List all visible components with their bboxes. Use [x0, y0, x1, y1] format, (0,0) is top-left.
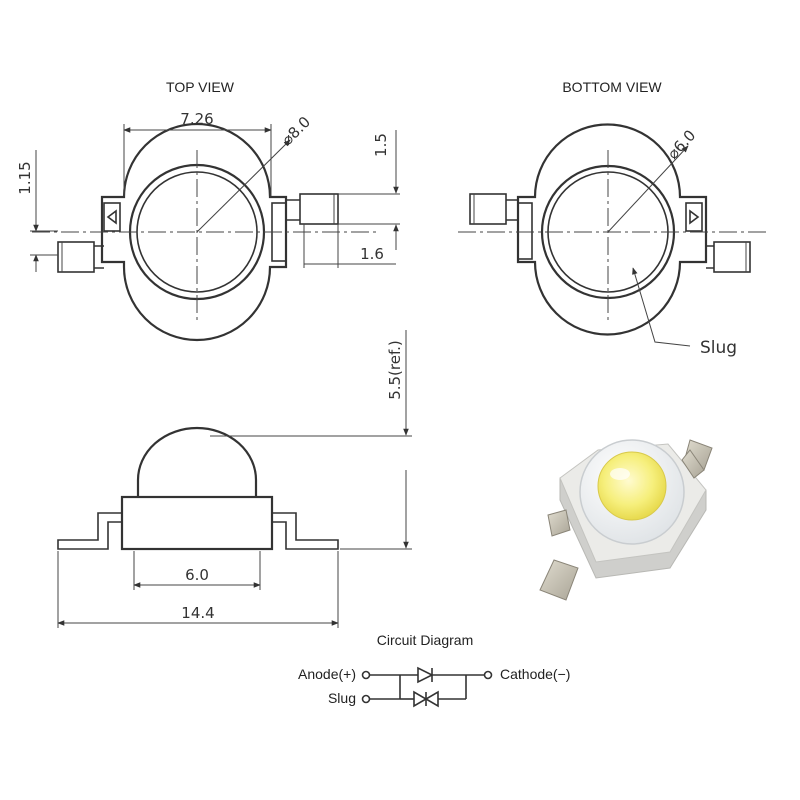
cathode-terminal	[483, 670, 493, 680]
led-diode-icon	[417, 666, 434, 684]
cathode-label: Cathode(−)	[500, 666, 570, 682]
led-chip	[597, 451, 667, 521]
polarity-triangle-icon	[106, 209, 117, 225]
dim-side-height: 5.5(ref.)	[386, 340, 404, 400]
circuit-slug-label: Slug	[328, 690, 356, 706]
dim-top-height-right: 1.5	[372, 133, 390, 157]
bottom-view: BOTTOM VIEW ⌀6.0 Slug	[458, 79, 770, 358]
anode-terminal	[361, 670, 371, 680]
side-view-left-lead	[57, 512, 122, 550]
polarity-triangle-icon-bottom	[689, 209, 700, 225]
bottom-view-left-lead	[469, 193, 507, 225]
top-view-right-lead	[299, 193, 339, 225]
top-view-title: TOP VIEW	[166, 79, 235, 95]
circuit-diagram: Circuit Diagram Anode(+) Slug Cathode(−)	[298, 632, 570, 708]
slug-terminal	[361, 694, 371, 704]
led-lead-bottom	[539, 559, 579, 601]
led-product-illustration	[539, 439, 713, 601]
side-view-right-lead	[272, 512, 339, 550]
bottom-view-left-tab	[517, 202, 533, 260]
bottom-view-right-lead	[713, 241, 751, 273]
side-view: 5.5(ref.) 6.0 14.4	[57, 330, 412, 628]
tvs-diode-icon	[413, 690, 428, 708]
dim-top-pad: 1.6	[360, 245, 384, 263]
side-view-body	[120, 495, 274, 551]
dim-top-width: 7.26	[180, 110, 213, 128]
slug-label: Slug	[700, 338, 737, 358]
anode-label: Anode(+)	[298, 666, 356, 682]
circuit-title: Circuit Diagram	[377, 632, 473, 648]
bottom-view-right-tab	[685, 202, 703, 232]
top-view: TOP VIEW 7.26 ⌀8.0	[16, 79, 400, 342]
bottom-view-body	[516, 123, 708, 336]
side-view-dome	[136, 426, 258, 497]
dim-top-height-left: 1.15	[16, 161, 34, 194]
top-view-left-lead	[57, 241, 95, 273]
dim-side-total: 14.4	[181, 604, 214, 622]
top-view-left-tab	[103, 202, 121, 232]
dim-side-base: 6.0	[185, 566, 209, 584]
dim-top-diameter: ⌀8.0	[278, 113, 314, 149]
bottom-view-title: BOTTOM VIEW	[562, 79, 662, 95]
